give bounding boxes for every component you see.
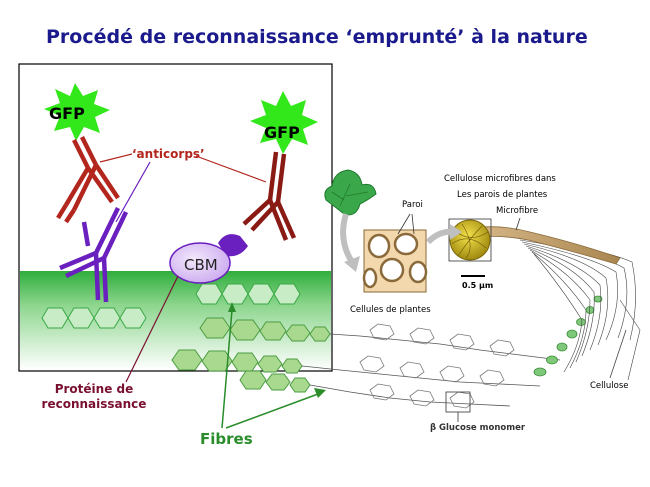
- proteine-label-line2: reconnaissance: [42, 397, 147, 411]
- cellulose-chains: [171, 317, 331, 393]
- fibres-arrows: [221, 309, 319, 429]
- microfibre-tube: [469, 226, 621, 265]
- microfibre-label: Microfibre: [496, 206, 538, 216]
- cellules-label: Cellules de plantes: [350, 305, 431, 315]
- antibody-right-red: [242, 151, 297, 241]
- gfp-left-star: [44, 83, 110, 141]
- glucose-chain-structure: [301, 323, 561, 413]
- gfp-right-star: [250, 91, 318, 154]
- cellulose-microfibres-line2: Les parois de plantes: [457, 190, 548, 200]
- paroi-label: Paroi: [402, 200, 423, 210]
- cellulose-label: Cellulose: [590, 381, 629, 391]
- paroi-pointer-1: [397, 213, 411, 235]
- proteine-label-line1: Protéine de: [55, 382, 134, 396]
- fiber-bundle: [519, 237, 641, 381]
- cells-to-fibre-arrowhead: [450, 224, 462, 240]
- fibres-arrowhead-2: [314, 388, 326, 398]
- paroi-pointer-2: [411, 213, 415, 235]
- microfibre-pointer: [515, 217, 521, 231]
- cbm-label: CBM: [184, 256, 218, 274]
- antibody-left-purple: [59, 207, 129, 303]
- microfibre-scale-frame: [448, 218, 492, 262]
- cbm-linker: [218, 234, 248, 257]
- cellulose-strand: [533, 295, 603, 377]
- cellulose-pointer: [609, 329, 627, 379]
- glucose-monomer-label: β Glucose monomer: [430, 423, 526, 433]
- plant-cells: [362, 232, 428, 289]
- gfp-left-label: GFP: [49, 104, 85, 123]
- anticorps-arrow-purple: [115, 161, 151, 223]
- leaf-icon: [324, 169, 377, 216]
- surface-hexagons: [41, 283, 301, 329]
- proteine-arrow: [125, 275, 179, 383]
- slide-title: Procédé de reconnaissance ‘emprunté’ à l…: [46, 26, 588, 48]
- fibres-label: Fibres: [200, 430, 253, 448]
- anticorps-label: ‘anticorps’: [132, 147, 205, 161]
- cellulose-microfibres-line1: Cellulose microfibres dans: [444, 174, 556, 184]
- cbm-ellipse: [169, 242, 231, 284]
- fibres-arrowhead-1: [228, 302, 236, 312]
- microfibre-ball: [449, 219, 491, 261]
- leaf-to-cells-arrow: [340, 213, 355, 264]
- leaf-to-cells-arrowhead: [344, 256, 360, 272]
- gfp-right-label: GFP: [264, 123, 300, 142]
- scale-label: 0.5 µm: [462, 281, 493, 290]
- anticorps-arrows: [99, 153, 267, 183]
- antibody-left-red: [56, 135, 120, 224]
